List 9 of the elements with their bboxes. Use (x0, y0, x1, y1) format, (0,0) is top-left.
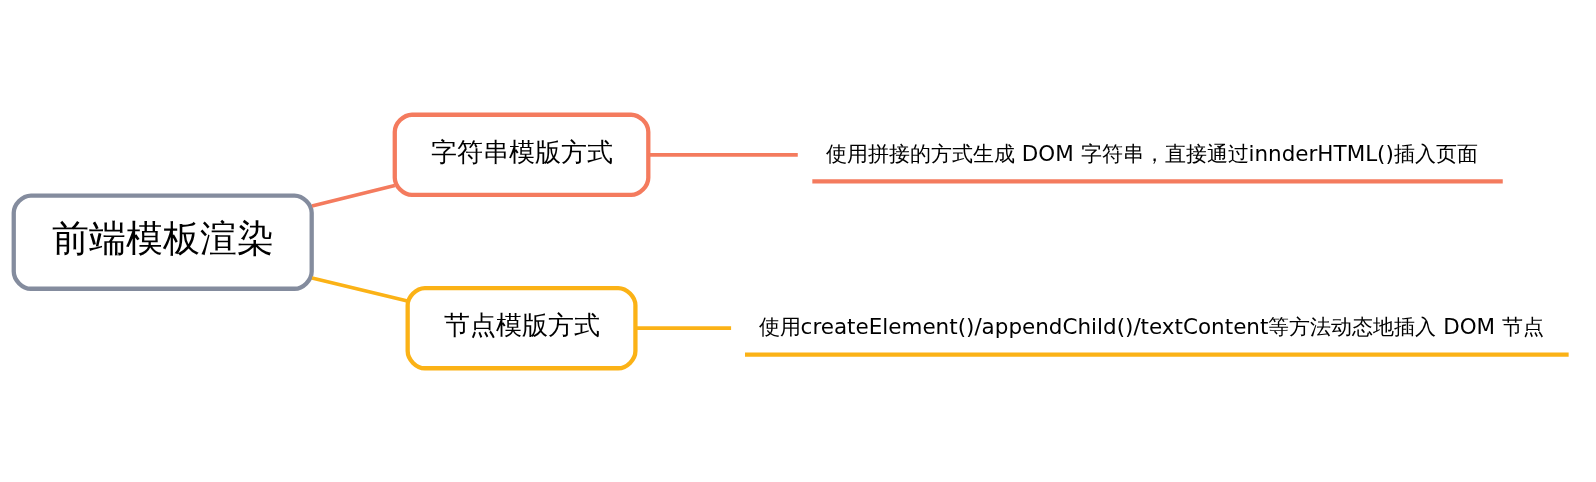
node-box: 字符串模版方式 (392, 112, 651, 197)
node-box: 前端模板渲染 (11, 193, 314, 291)
node-text: 使用拼接的方式生成 DOM 字符串，直接通过innderHTML()插入页面 (825, 140, 1478, 166)
node-box: 节点模版方式 (405, 285, 638, 370)
connector (311, 275, 408, 303)
connector (311, 183, 396, 208)
connector (648, 152, 798, 157)
node-text: 使用createElement()/appendChild()/textContent等方法动态地插入 DOM 节点 (758, 313, 1544, 339)
connector (635, 325, 732, 330)
